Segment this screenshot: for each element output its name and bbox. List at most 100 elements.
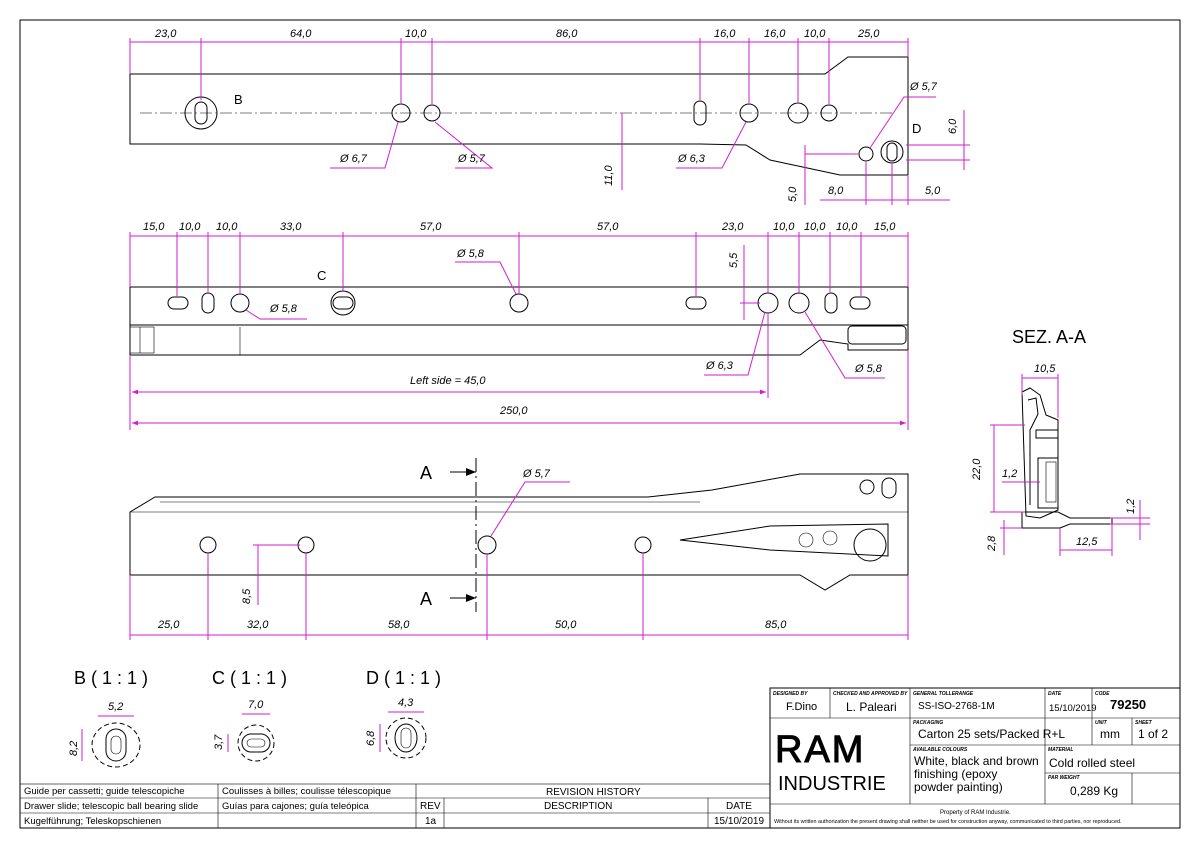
desc-header: DESCRIPTION	[544, 801, 612, 812]
dim: 10,0	[836, 221, 858, 233]
designed-by: F.Dino	[786, 701, 817, 713]
hole-63-label: Ø 6,3	[705, 360, 734, 372]
tolerance-label: GENERAL TOLLERANGE	[913, 691, 974, 697]
hole-57	[423, 104, 441, 122]
detail-b: B ( 1 : 1 ) 5,2 8,2	[68, 668, 148, 768]
top-view-dimensions: 23,0 64,0 10,0 86,0 16,0 16,0 10,0 25,0 …	[129, 28, 970, 205]
detail-b-width: 5,2	[108, 701, 123, 713]
detail-d-width: 4,3	[398, 697, 414, 709]
dim-28: 2,8	[986, 535, 998, 552]
detail-d-title: D ( 1 : 1 )	[366, 668, 441, 688]
logo-industrie: INDUSTRIE	[778, 773, 886, 795]
dim-64: 64,0	[290, 28, 312, 40]
weight-label: PAR WEIGHT	[1048, 775, 1081, 781]
colours-1: White, black and brown	[914, 754, 1039, 768]
dim-10: 10,0	[405, 28, 427, 40]
desc-de: Kugelführung; Teleskopschienen	[24, 816, 161, 827]
rev-value: 1a	[425, 816, 437, 827]
dim-10b: 10,0	[804, 28, 826, 40]
slot	[824, 292, 838, 314]
dim-11: 11,0	[603, 165, 615, 186]
hole-left-label: Ø 5,8	[269, 303, 298, 315]
left-side-dim: Left side = 45,0	[410, 375, 486, 387]
unit: mm	[1100, 727, 1120, 741]
dim: 33,0	[280, 221, 302, 233]
hole	[199, 536, 217, 554]
dim: 32,0	[247, 619, 269, 631]
code: 79250	[1110, 697, 1146, 712]
hole-63-label: Ø 6,3	[677, 153, 706, 165]
date: 15/10/2019	[1049, 703, 1097, 714]
dim: 10,0	[179, 221, 201, 233]
middle-view-dimensions: 15,0 10,0 10,0 33,0 57,0 57,0 23,0 10,0 …	[129, 221, 909, 430]
label-c: C	[317, 268, 326, 283]
detail-c-width: 7,0	[248, 699, 264, 711]
section-label-a-top: A	[420, 463, 432, 483]
dim: 10,0	[804, 221, 826, 233]
detail-c-height: 3,7	[213, 734, 225, 750]
dim-5h: 5,0	[925, 185, 941, 197]
hole-top-label: Ø 5,8	[456, 248, 485, 260]
label-d: D	[912, 121, 921, 136]
material-label: MATERIAL	[1048, 747, 1073, 753]
hole-63	[739, 103, 759, 123]
dim: 10,0	[216, 221, 238, 233]
dim: 50,0	[555, 619, 577, 631]
date-header: DATE	[726, 801, 752, 812]
hole-57	[477, 535, 497, 555]
hole	[787, 102, 809, 124]
hole-58	[788, 292, 810, 314]
checked-label: CHECKED AND APPROVED BY	[833, 691, 908, 697]
dim-16b: 16,0	[764, 28, 786, 40]
section-label-a-bottom: A	[420, 589, 432, 609]
property-line-1: Property of RAM Industrie.	[940, 810, 1011, 816]
dim: 57,0	[420, 221, 442, 233]
designed-by-label: DESIGNED BY	[773, 691, 808, 697]
hole	[297, 536, 315, 554]
dim: 57,0	[597, 221, 619, 233]
logo-ram: RAM	[775, 729, 865, 771]
colours-2: finishing (epoxy	[914, 767, 997, 781]
hole-63	[757, 292, 779, 314]
slot	[849, 296, 871, 310]
dim: 58,0	[388, 619, 410, 631]
description-table: Guide per cassetti; guide telescopiche C…	[19, 783, 771, 829]
dim-23: 23,0	[154, 28, 177, 40]
detail-b-title: B ( 1 : 1 )	[74, 668, 148, 688]
dim-5v: 5,0	[787, 186, 799, 202]
hole-58	[230, 293, 250, 313]
desc-it: Guide per cassetti; guide telescopiche	[24, 786, 185, 797]
date-label: DATE	[1048, 691, 1062, 697]
sheet-frame	[19, 19, 1181, 829]
tolerance: SS-ISO-2768-1M	[918, 701, 995, 712]
dim: 25,0	[157, 619, 180, 631]
dim-220: 22,0	[971, 458, 983, 481]
code-label: CODE	[1095, 691, 1110, 697]
section-title: SEZ. A-A	[1012, 327, 1086, 347]
hole-67-label: Ø 6,7	[339, 153, 368, 165]
rev-header: REV	[420, 801, 441, 812]
hole	[859, 479, 875, 495]
total-length-dim: 250,0	[499, 405, 528, 417]
slot	[685, 296, 707, 310]
desc-es: Guías para cajones; guía teleópica	[222, 801, 370, 812]
section-a-a: SEZ. A-A 10,5 22,0 1,2 1,2 2,8 12,5	[971, 327, 1150, 556]
hole-58	[509, 293, 529, 313]
sheet-label: SHEET	[1135, 720, 1153, 726]
detail-c-title: C ( 1 : 1 )	[212, 668, 287, 688]
detail-d: D ( 1 : 1 ) 4,3 6,8	[365, 668, 441, 759]
detail-d-height: 6,8	[365, 730, 377, 746]
dim-16a: 16,0	[714, 28, 736, 40]
packaging: Carton 25 sets/Packed R+L	[918, 727, 1065, 741]
top-view	[129, 56, 909, 176]
desc-en: Drawer slide; telescopic ball bearing sl…	[24, 801, 198, 812]
title-block: DESIGNED BY F.Dino CHECKED AND APPROVED …	[769, 687, 1181, 829]
checked-by: L. Paleari	[846, 700, 897, 714]
dim-6: 6,0	[947, 118, 959, 134]
colours-3: powder painting)	[914, 780, 1003, 794]
label-b: B	[234, 92, 243, 107]
slot	[201, 292, 215, 314]
bottom-view	[129, 458, 909, 612]
weight: 0,289 Kg	[1070, 784, 1118, 798]
